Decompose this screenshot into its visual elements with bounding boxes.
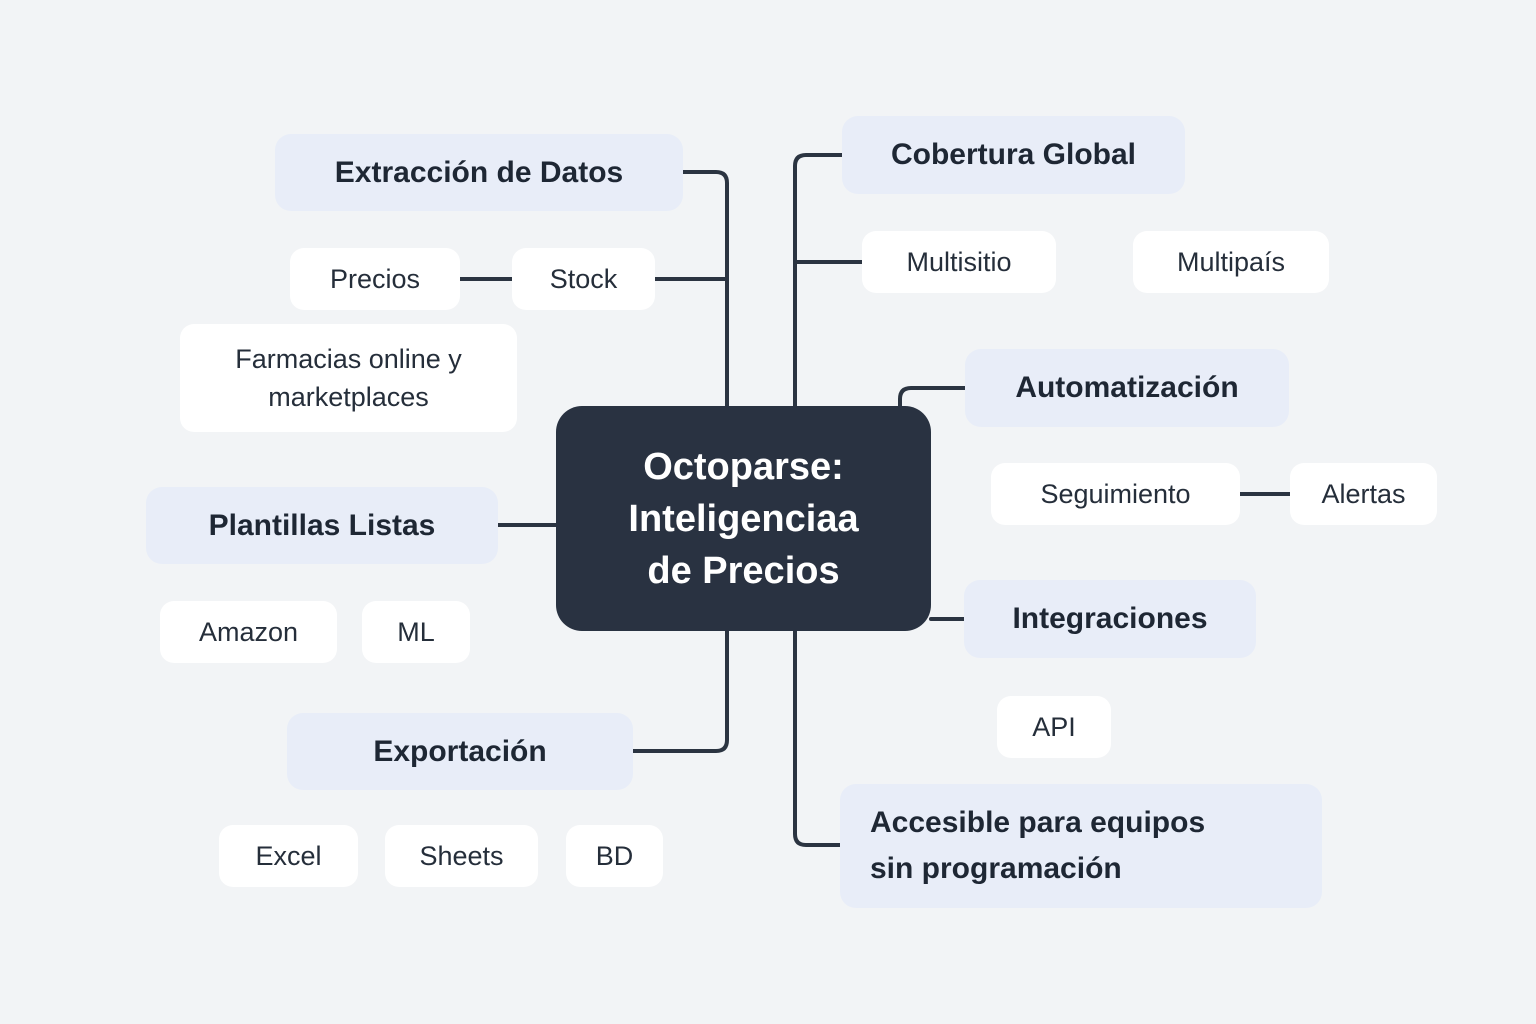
node-excel: Excel bbox=[219, 825, 358, 887]
node-multisitio: Multisitio bbox=[862, 231, 1056, 293]
link-accesible bbox=[793, 629, 842, 847]
node-plantillas-listas: Plantillas Listas bbox=[146, 487, 498, 564]
node-ml: ML bbox=[362, 601, 470, 663]
node-precios: Precios bbox=[290, 248, 460, 310]
link-extraccion-trunk bbox=[681, 170, 729, 408]
node-multipais: Multipaís bbox=[1133, 231, 1329, 293]
node-alertas: Alertas bbox=[1290, 463, 1437, 525]
node-automatizacion: Automatización bbox=[965, 349, 1289, 427]
node-sheets: Sheets bbox=[385, 825, 538, 887]
node-farmacias-online: Farmacias online y marketplaces bbox=[180, 324, 517, 432]
node-bd: BD bbox=[566, 825, 663, 887]
node-amazon: Amazon bbox=[160, 601, 337, 663]
node-exportacion: Exportación bbox=[287, 713, 633, 790]
node-accesible-sin-programacion: Accesible para equipos sin programación bbox=[840, 784, 1322, 908]
node-api: API bbox=[997, 696, 1111, 758]
center-title-line-1: Octoparse: bbox=[643, 445, 844, 488]
node-central-octoparse: Octoparse: Inteligenciaa de Precios bbox=[556, 406, 931, 631]
center-title-line-3: de Precios bbox=[647, 549, 840, 592]
link-exportacion-trunk bbox=[631, 629, 729, 753]
node-seguimiento: Seguimiento bbox=[991, 463, 1240, 525]
link-cobertura-trunk bbox=[793, 153, 844, 408]
node-stock: Stock bbox=[512, 248, 655, 310]
link-automatizacion bbox=[898, 386, 967, 408]
center-title-line-2: Inteligenciaa bbox=[628, 497, 859, 540]
node-cobertura-global: Cobertura Global bbox=[842, 116, 1185, 194]
node-extraccion-de-datos: Extracción de Datos bbox=[275, 134, 683, 211]
node-integraciones: Integraciones bbox=[964, 580, 1256, 658]
